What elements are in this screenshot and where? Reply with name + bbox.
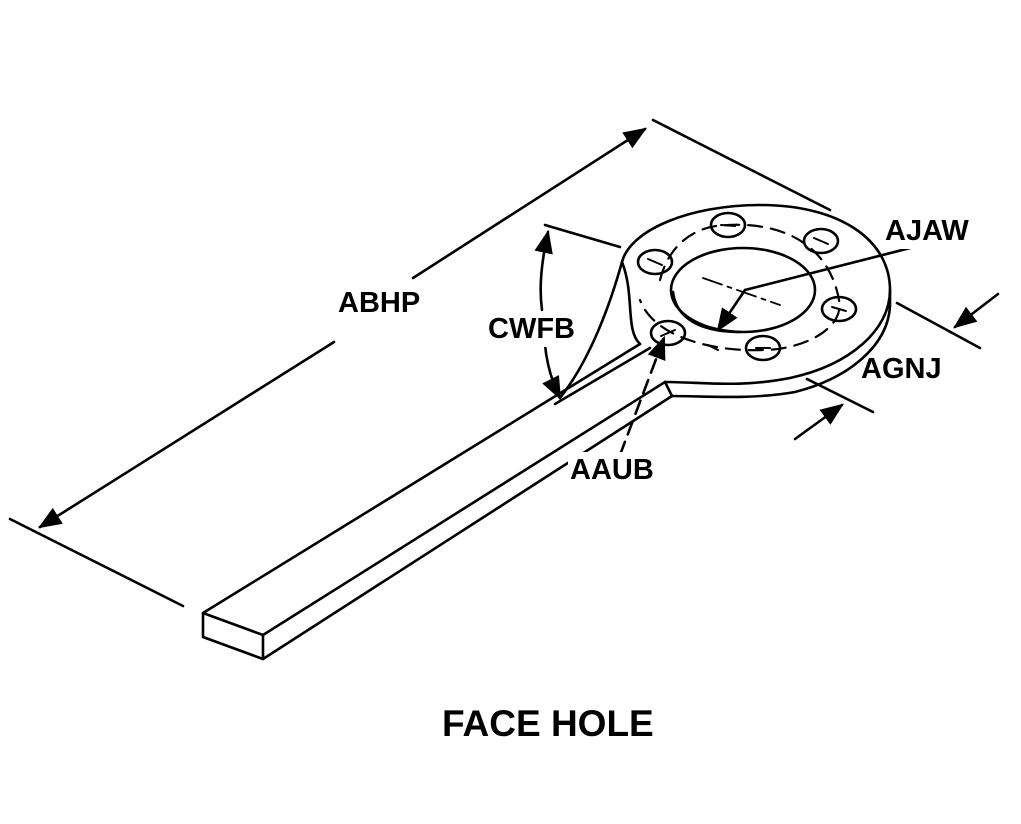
diagram-caption: FACE HOLE <box>442 703 654 744</box>
wrench-outline <box>201 203 892 661</box>
face-holes <box>636 211 858 362</box>
face-hole <box>802 227 840 255</box>
agnj-label: AGNJ <box>861 353 942 385</box>
cwfb-label: CWFB <box>488 313 575 345</box>
agnj-dimension <box>793 292 1000 441</box>
face-hole <box>649 319 687 347</box>
label-knockouts <box>336 213 985 488</box>
face-hole <box>636 248 674 276</box>
abhp-dimension <box>8 118 832 608</box>
abhp-label: ABHP <box>338 287 421 319</box>
cwfb-dimension <box>534 223 652 406</box>
face-hole <box>744 334 782 362</box>
ajaw-leader <box>702 244 920 351</box>
ajaw-label: AJAW <box>885 215 969 247</box>
aaub-label: AAUB <box>570 454 654 486</box>
aaub-leader <box>618 335 666 457</box>
